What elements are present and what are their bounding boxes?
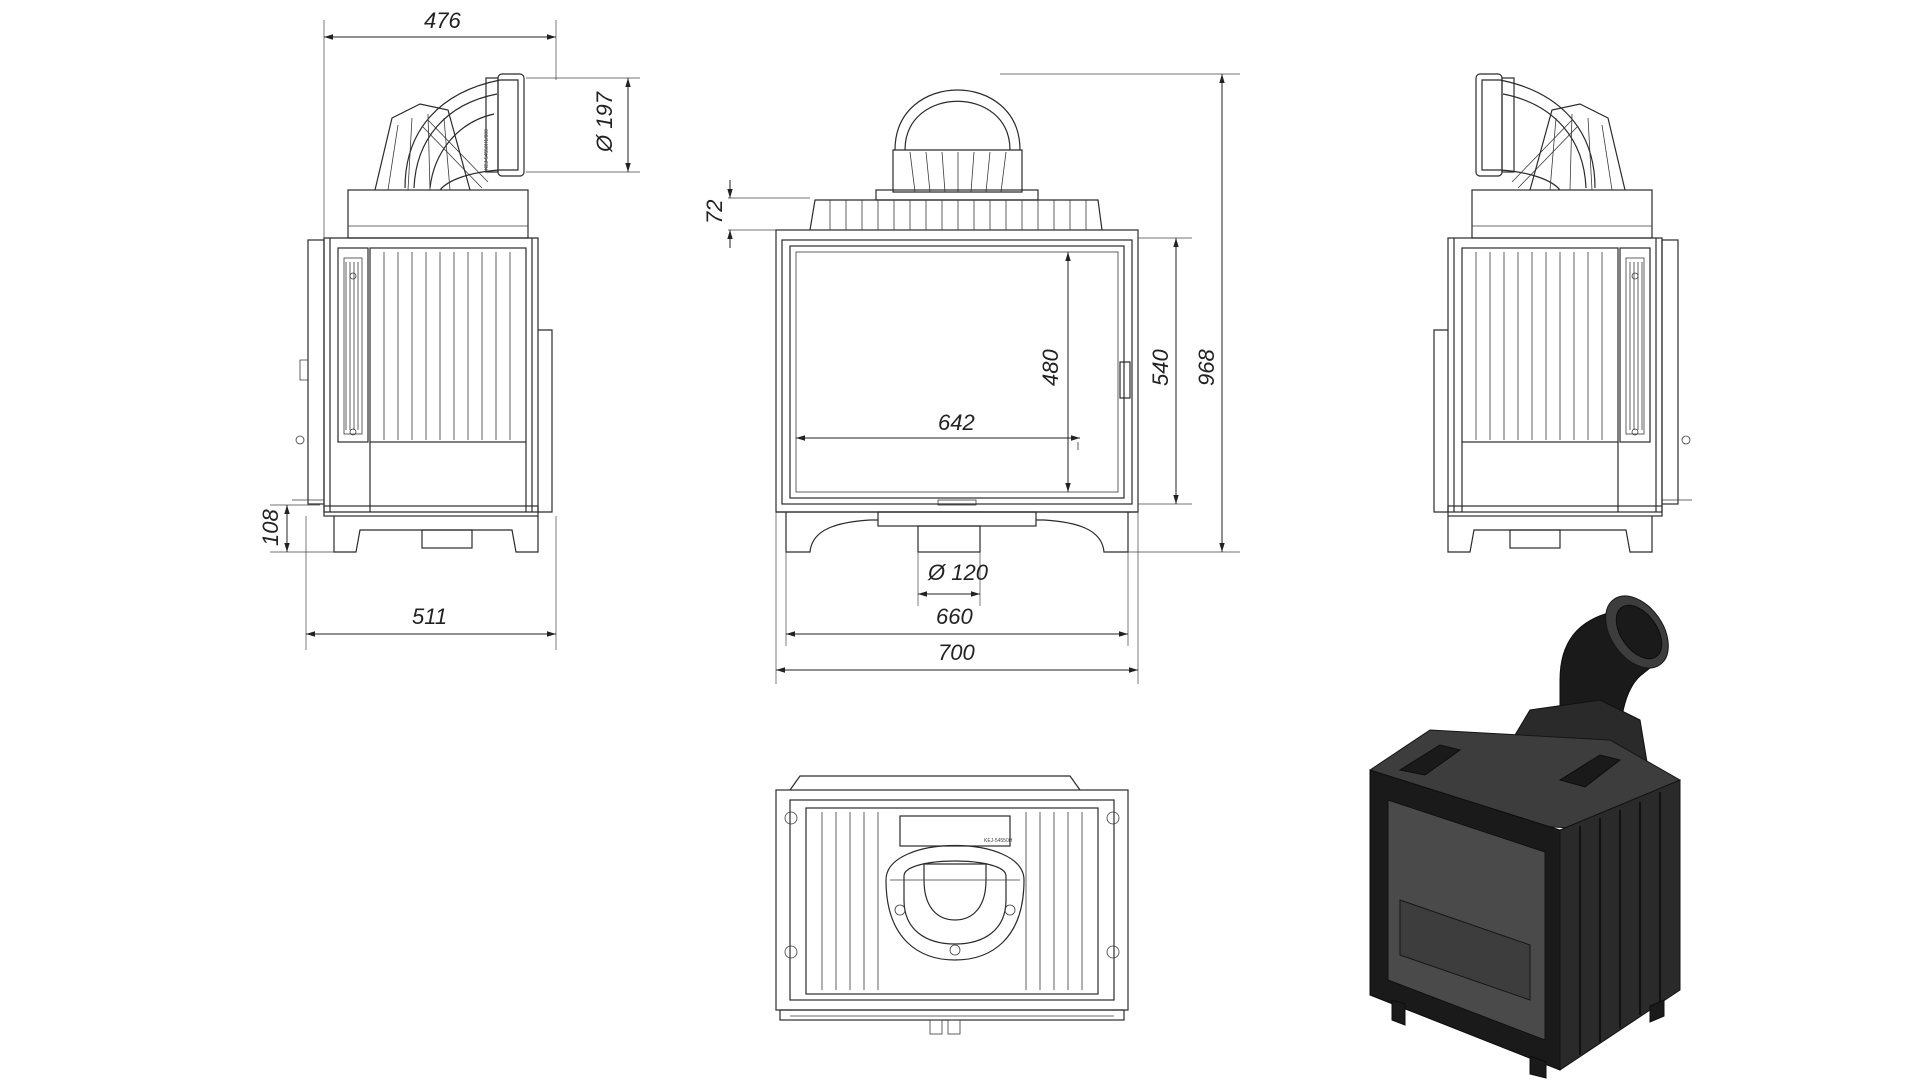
front-view-dimensions: 72 642 480 540 968 Ø 120 660 700 bbox=[702, 73, 1240, 684]
left-view-dimensions: 476 Ø 197 108 511 bbox=[258, 8, 640, 650]
dim-660: 660 bbox=[936, 604, 973, 629]
top-view: KEJ-54550H bbox=[775, 775, 1129, 1035]
render-3d bbox=[1369, 595, 1681, 1079]
dim-air-120: Ø 120 bbox=[927, 560, 989, 585]
dim-642: 642 bbox=[938, 410, 975, 435]
right-side-view bbox=[1433, 73, 1692, 553]
dim-511: 511 bbox=[412, 604, 447, 629]
dim-700: 700 bbox=[938, 640, 975, 665]
dim-476: 476 bbox=[424, 8, 461, 33]
plate-label: KEJ-54550H1/800 bbox=[484, 129, 490, 170]
dim-968: 968 bbox=[1194, 349, 1219, 386]
dim-72: 72 bbox=[702, 200, 727, 224]
dim-540: 540 bbox=[1148, 349, 1173, 386]
dim-108: 108 bbox=[258, 509, 283, 546]
left-side-view: KEJ-54550H1/800 bbox=[292, 73, 553, 553]
front-view bbox=[775, 89, 1139, 553]
dim-flue-197: Ø 197 bbox=[592, 91, 617, 153]
top-plate-label: KEJ-54550H bbox=[984, 838, 1013, 844]
dim-480: 480 bbox=[1038, 349, 1063, 386]
